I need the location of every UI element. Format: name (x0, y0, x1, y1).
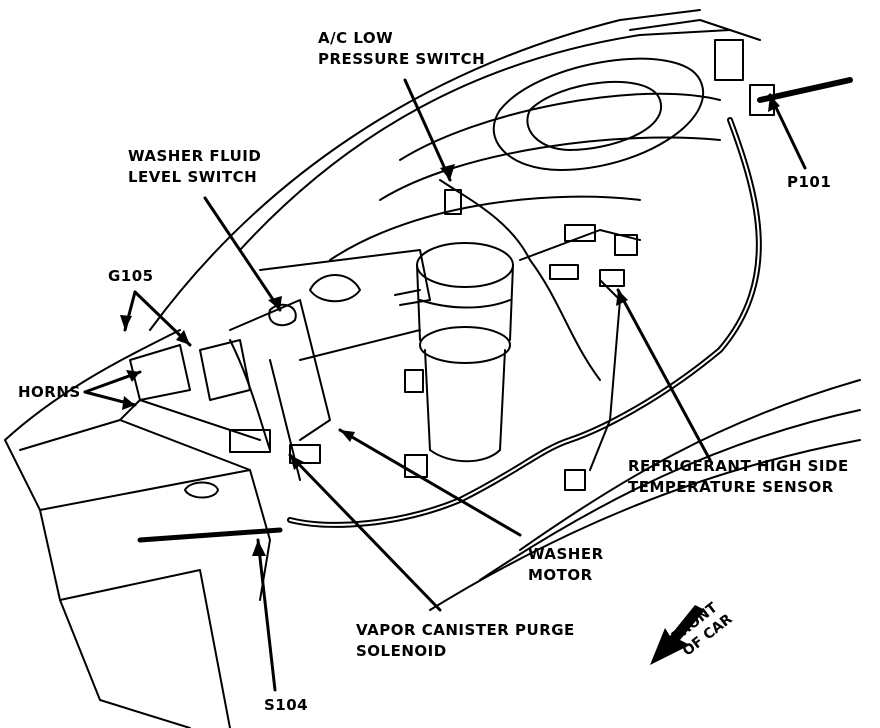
label-line: PRESSURE SWITCH (318, 50, 486, 68)
battery-box (4, 439, 191, 728)
label-line: A/C LOW (318, 29, 394, 47)
s104-label: S104 (264, 696, 309, 714)
washer-motor-label: WASHER MOTOR (528, 544, 604, 586)
label-line: WASHER FLUID (128, 147, 262, 165)
vapor-canister-leader (288, 453, 442, 612)
front-of-car-arrow (650, 605, 705, 665)
fender-top (4, 329, 181, 441)
leader-lines (83, 78, 807, 692)
label-line: LEVEL SWITCH (128, 168, 258, 186)
label-line: WASHER (528, 545, 604, 563)
washer-motor-leader (338, 428, 522, 537)
refrigerant-leader (616, 288, 712, 462)
accumulator (394, 242, 514, 463)
label-line: MOTOR (528, 566, 593, 584)
right-fender (519, 379, 861, 551)
ac-low-pressure-switch-label: A/C LOW PRESSURE SWITCH (318, 28, 485, 70)
g105-label: G105 (108, 267, 154, 285)
reservoir-cap (309, 274, 361, 303)
horns-label: HORNS (18, 383, 81, 401)
cowl (239, 29, 731, 251)
washer-fluid-level-switch-label: WASHER FLUID LEVEL SWITCH (128, 146, 261, 188)
air-cleaner (492, 57, 704, 171)
arrowheads (120, 95, 780, 556)
ac-switch-leader (403, 78, 452, 182)
p101-label: P101 (787, 173, 832, 191)
hood-edge (149, 9, 701, 331)
label-line: VAPOR CANISTER PURGE (356, 621, 575, 639)
label-line: REFRIGERANT HIGH SIDE (628, 457, 849, 475)
vapor-canister-purge-solenoid-label: VAPOR CANISTER PURGE SOLENOID (356, 620, 575, 662)
s104-leader (256, 538, 277, 692)
refrigerant-sensor-label: REFRIGERANT HIGH SIDE TEMPERATURE SENSOR (628, 456, 849, 498)
label-line: TEMPERATURE SENSOR (628, 478, 834, 496)
washer-fluid-switch-leader (203, 196, 282, 312)
label-line: SOLENOID (356, 642, 447, 660)
